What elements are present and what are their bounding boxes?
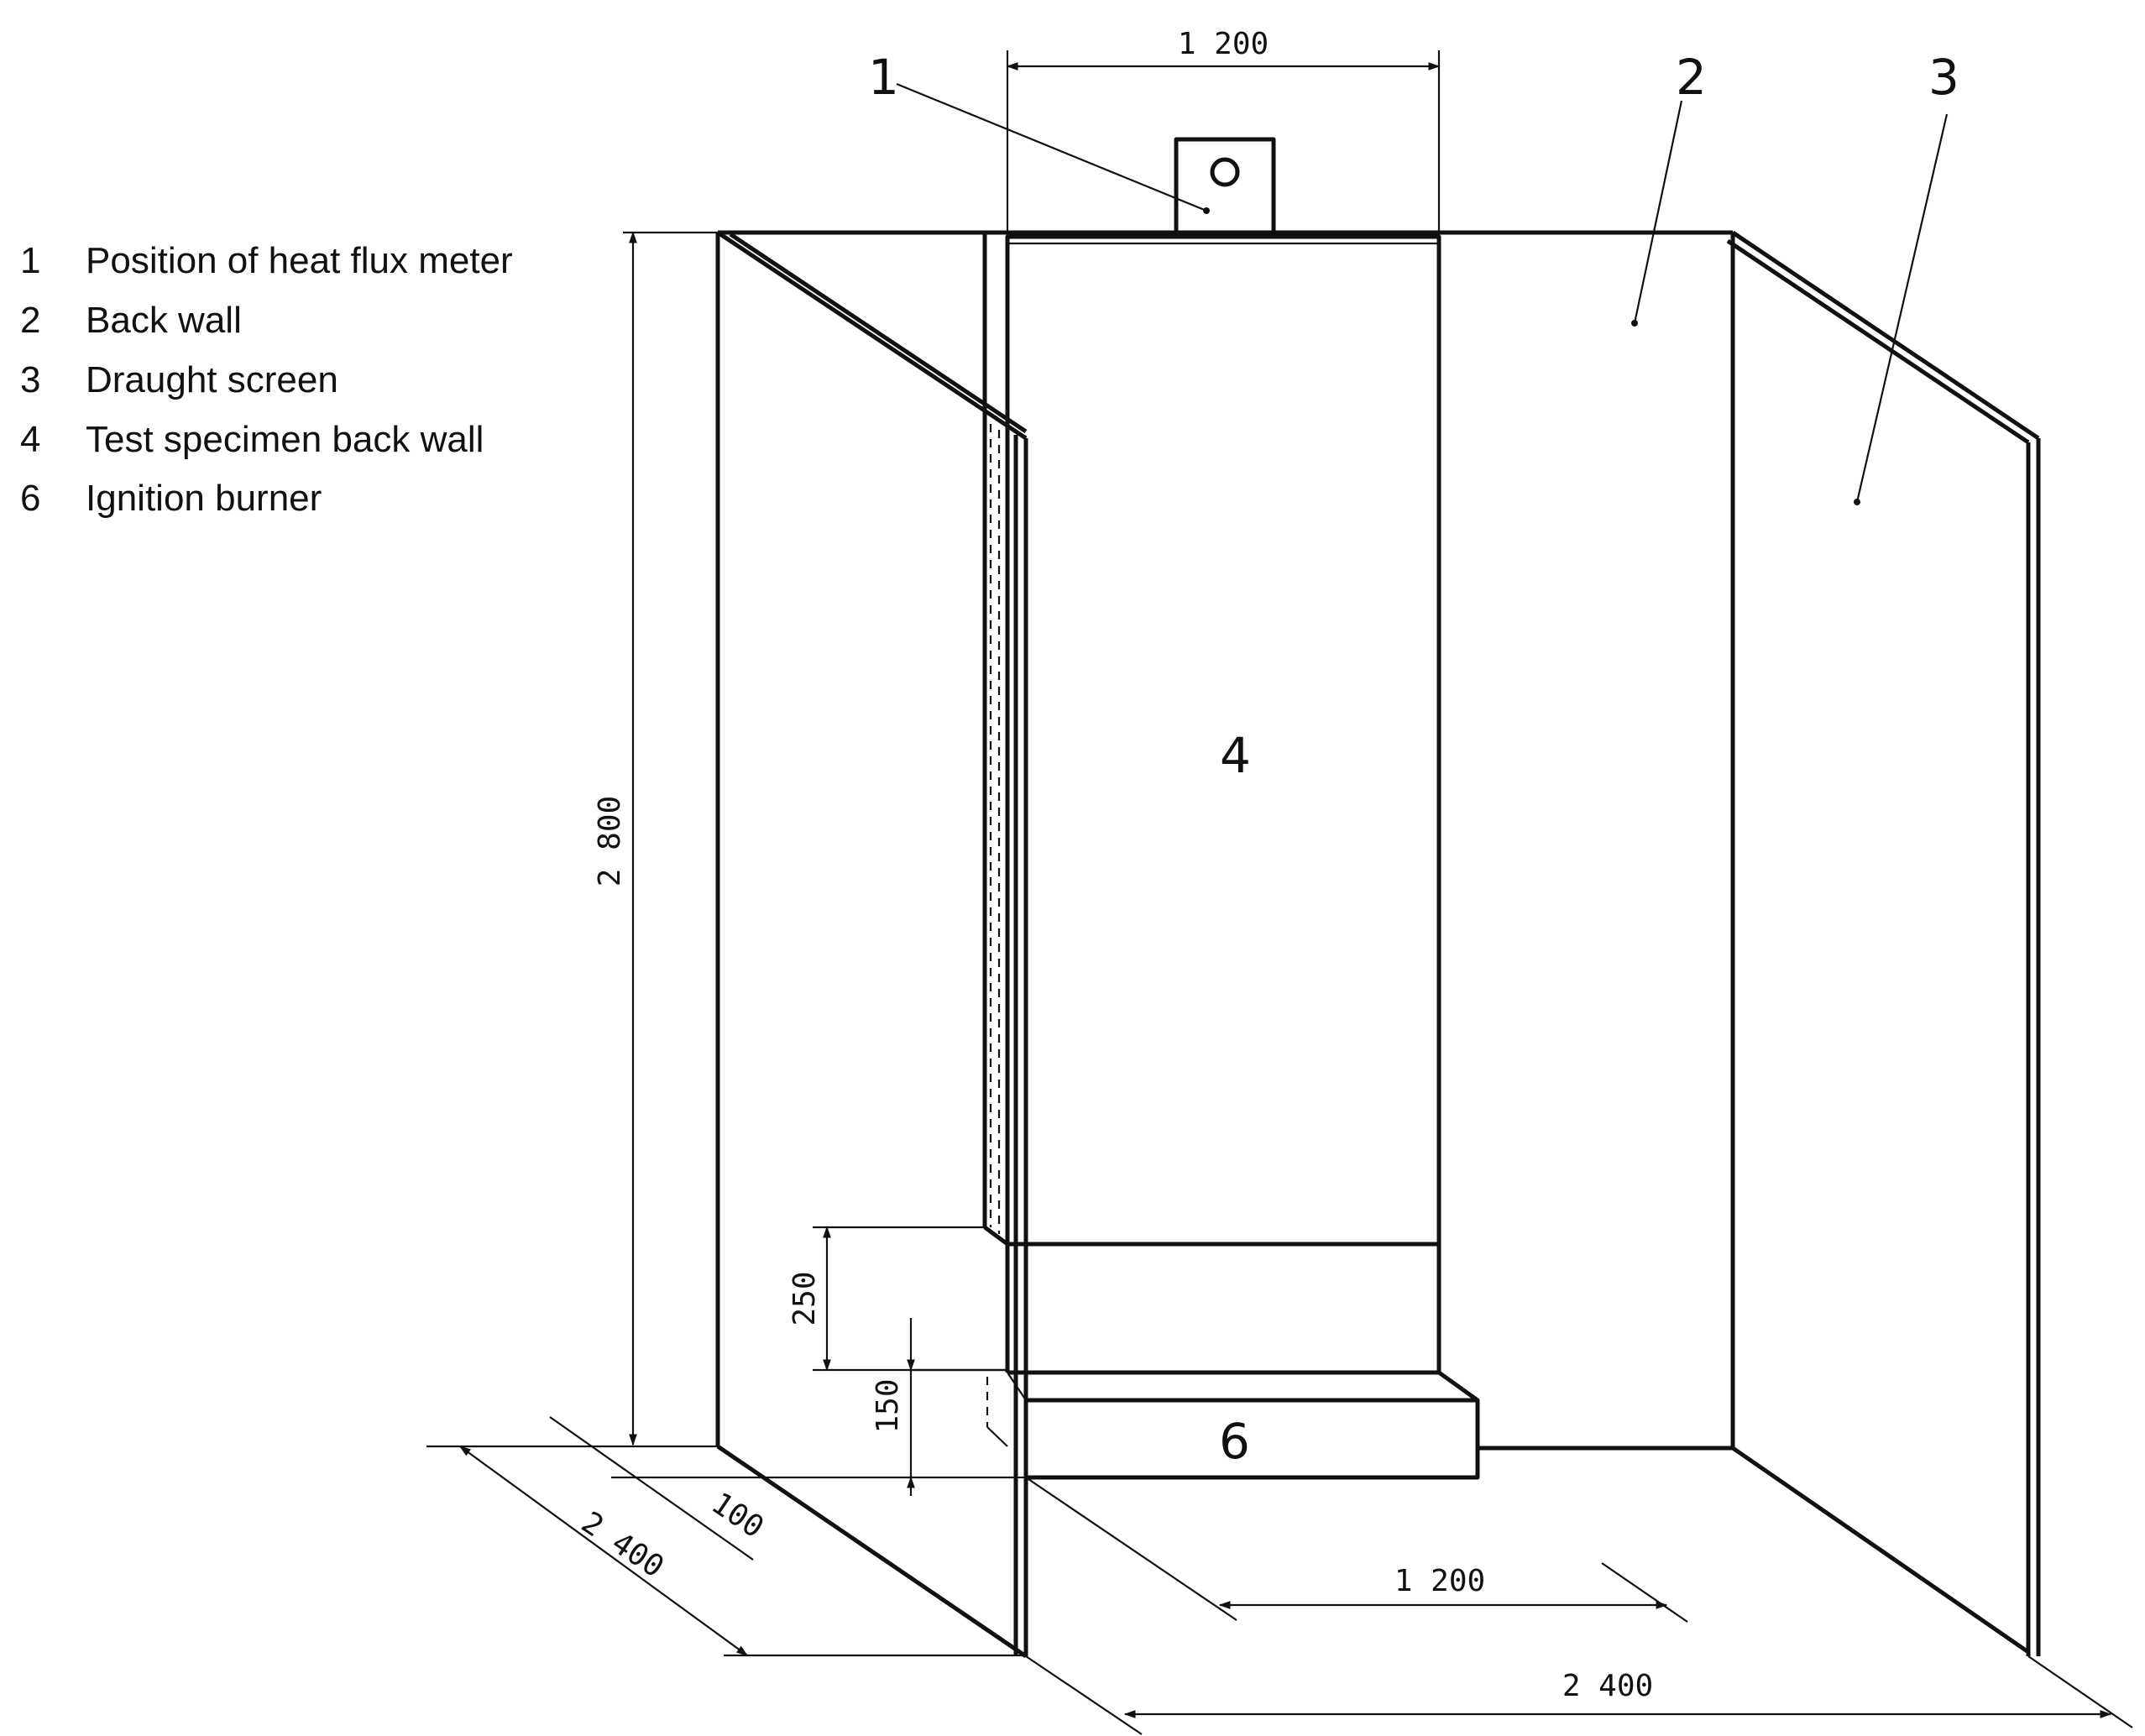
legend: 1 Position of heat flux meter 2 Back wal…: [20, 240, 513, 519]
legend-number: 6: [20, 478, 40, 519]
legend-label: Back wall: [86, 300, 242, 341]
legend-item: 3 Draught screen: [20, 359, 338, 400]
dimension-label: 2 400: [1562, 1669, 1653, 1703]
dimension-label: 1 200: [1394, 1564, 1485, 1598]
legend-item: 2 Back wall: [20, 300, 242, 341]
dimension-height: 2 800: [593, 231, 718, 1446]
legend-item: 6 Ignition burner: [20, 478, 322, 519]
test-specimen-panel: [1005, 234, 1441, 1375]
legend-item: 1 Position of heat flux meter: [20, 240, 513, 281]
legend-number: 2: [20, 300, 40, 341]
legend-number: 3: [20, 359, 40, 400]
dimension-burner-gap: 250: [787, 1226, 1007, 1372]
legend-label: Draught screen: [86, 359, 338, 400]
dimension-label: 100: [705, 1486, 770, 1545]
callout-leaders: [896, 82, 1949, 505]
callout-6: 6: [1219, 1413, 1250, 1470]
callout-2: 2: [1676, 49, 1707, 106]
dimension-label: 1 200: [1178, 27, 1269, 61]
dimension-burner-height: 150: [871, 1318, 1007, 1496]
heat-flux-meter: [1174, 137, 1276, 235]
back-wall: [715, 230, 1735, 1451]
draught-screen-left: [716, 230, 1028, 1659]
dimension-bottom-width: 1 200: [1025, 1477, 1688, 1623]
legend-item: 4 Test specimen back wall: [20, 419, 484, 460]
dimension-label: 2 800: [593, 796, 627, 886]
legend-label: Position of heat flux meter: [86, 240, 513, 281]
callout-4: 4: [1220, 727, 1251, 784]
legend-number: 1: [20, 240, 40, 281]
dimension-overall-width: 2 400: [1025, 1655, 2133, 1735]
legend-number: 4: [20, 419, 40, 460]
dimension-label: 2 400: [575, 1505, 670, 1585]
callout-1: 1: [868, 49, 899, 106]
legend-label: Test specimen back wall: [86, 419, 484, 460]
dimension-top-width: 1 200: [1006, 27, 1441, 237]
draught-screen-right: [1726, 230, 2041, 1656]
callout-3: 3: [1928, 49, 1959, 106]
ignition-burner: [1007, 1370, 1480, 1480]
dimension-label: 150: [871, 1378, 905, 1433]
dimension-label: 250: [787, 1271, 822, 1326]
legend-label: Ignition burner: [86, 478, 322, 519]
